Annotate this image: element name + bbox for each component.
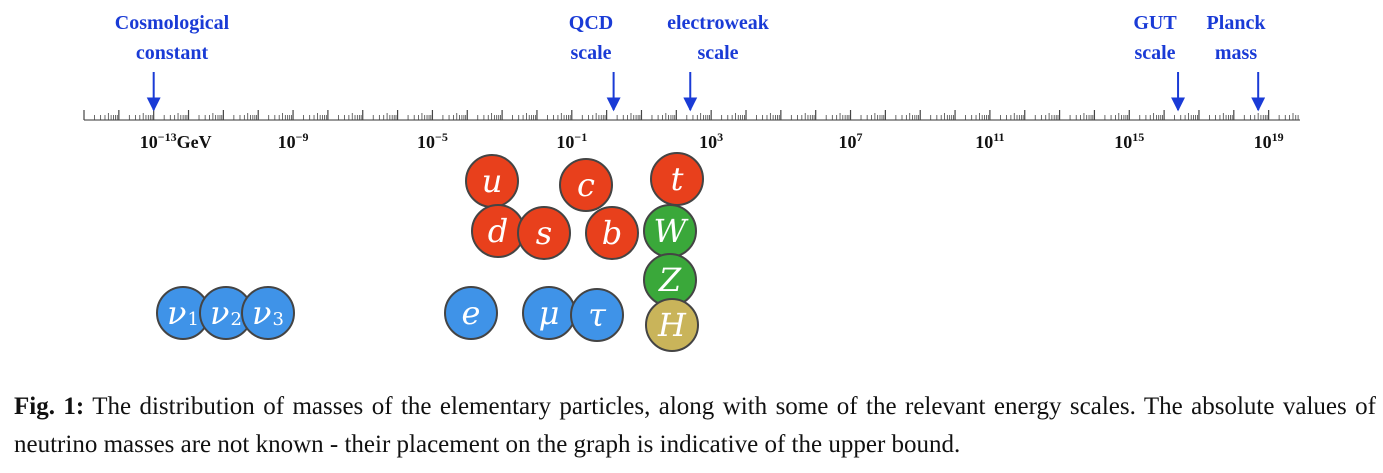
particle-lepton: e [444,286,498,340]
tick-label: 1019 [1253,130,1284,152]
energy-scale-axis [83,72,1300,121]
figure-caption: Fig. 1: The distribution of masses of th… [14,388,1376,464]
scale-label: GUT scale [1133,12,1177,64]
caption-text: The distribution of masses of the elemen… [14,393,1376,458]
tick-label: 10−5 [417,130,448,152]
particle-higgs: H [645,298,699,352]
particle-quark: s [517,206,571,260]
particle-quark: t [650,152,704,206]
particle-quark: b [585,206,639,260]
scale-label: Cosmological constant [114,12,230,64]
tick-label: 10−9 [277,130,309,152]
scale-label: electroweak scale [667,12,769,64]
tick-label: 1011 [975,130,1005,152]
tick-label: 1015 [1114,130,1145,152]
particle-quark: c [559,158,613,212]
scale-label: Planck mass [1206,12,1266,64]
tick-label: 10−1 [556,130,588,152]
particle-lepton: μ [522,286,576,340]
tick-label: 10−13GeV [139,130,212,152]
particle-boson: W [643,204,697,258]
tick-label: 107 [838,130,863,152]
particle-lepton: τ [570,288,624,342]
particle-quark: u [465,154,519,208]
scale-label: QCD scale [568,12,614,64]
caption-label: Fig. 1: [14,393,85,420]
tick-label: 103 [699,130,724,152]
particle-quark: d [471,204,525,258]
